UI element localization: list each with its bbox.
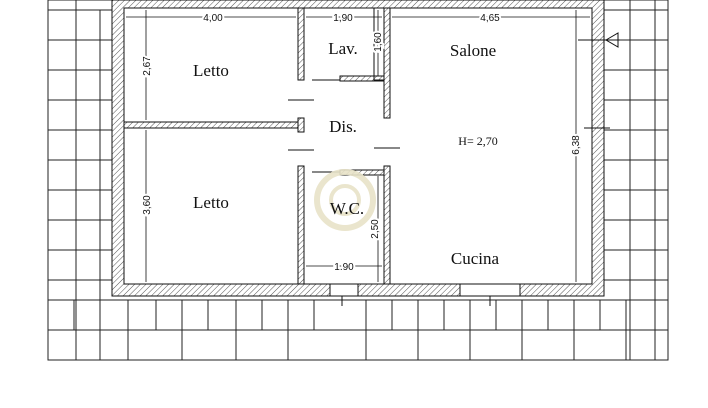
dim-top-mid: 1,90: [333, 13, 353, 24]
outer-walls: [111, 0, 605, 297]
entrance-arrow-icon: [578, 32, 620, 48]
dimension-lines: [126, 10, 590, 282]
dim-wc-height: 2,50: [370, 219, 381, 239]
dim-salone-height: 6,38: [571, 135, 582, 155]
room-label-dis: Dis.: [329, 117, 357, 136]
room-label-cucina: Cucina: [451, 249, 500, 268]
dim-lav-height: 1,60: [373, 32, 384, 52]
room-label-salone: Salone: [450, 41, 496, 60]
room-label-wc: W.C.: [330, 199, 364, 218]
dim-letto-top-height: 2,67: [142, 56, 153, 76]
room-label-lav: Lav.: [328, 39, 358, 58]
dim-top-right: 4,65: [480, 13, 500, 24]
roof-tiles: [47, 0, 669, 361]
dim-letto-bottom-height: 3,60: [142, 195, 153, 215]
dim-bottom-mid: 1.90: [334, 262, 354, 273]
dim-top-left: 4,00: [203, 13, 223, 24]
room-label-letto-bottom: Letto: [193, 193, 229, 212]
room-label-letto-top: Letto: [193, 61, 229, 80]
ceiling-height-note: H= 2,70: [458, 134, 497, 148]
door-marks: [288, 79, 610, 306]
watermark-logo: [314, 169, 376, 231]
interior-walls: [123, 7, 391, 285]
